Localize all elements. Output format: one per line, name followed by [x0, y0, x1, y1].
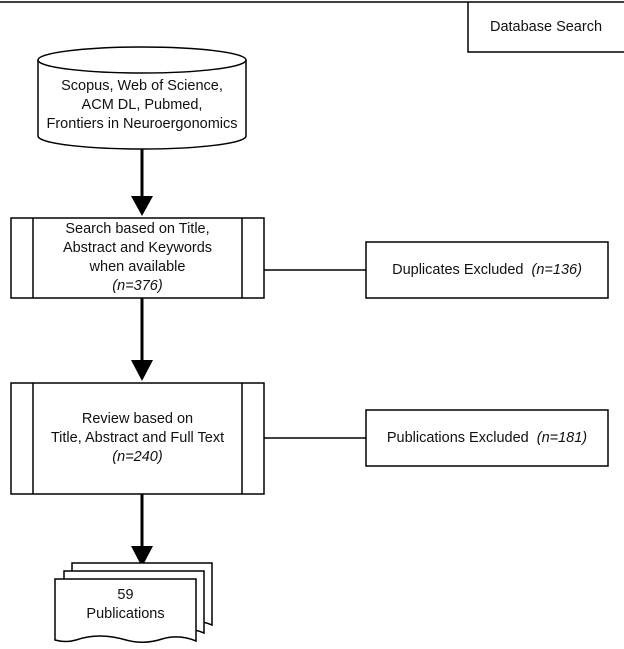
publications-excluded-count: (n=181): [536, 429, 588, 446]
sources-label: Scopus, Web of Science, ACM DL, Pubmed, …: [38, 72, 246, 138]
arrow-review-to-result: [131, 494, 153, 567]
search-step-count: (n=376): [112, 278, 163, 294]
publications-excluded-text: Publications Excluded: [386, 429, 529, 446]
review-step-box: [10, 382, 265, 495]
arrow-sources-to-search: [131, 149, 153, 216]
result-text: Publications: [86, 606, 165, 622]
search-step-line-3: when available: [89, 259, 186, 275]
header-box: [467, 2, 624, 53]
duplicates-excluded-text: Duplicates Excluded: [392, 261, 524, 278]
result-count: 59: [117, 587, 134, 603]
result-documents: [54, 562, 213, 643]
duplicates-excluded-label: Duplicates Excluded (n=136): [366, 242, 608, 298]
arrow-search-to-review: [131, 298, 153, 381]
review-step-count: (n=240): [112, 449, 163, 465]
sources-line-1: Scopus, Web of Science,: [61, 77, 223, 94]
search-step-line-2: Abstract and Keywords: [62, 240, 213, 256]
sources-line-3: Frontiers in Neuroergonomics: [46, 115, 238, 132]
review-step-line-2: Title, Abstract and Full Text: [50, 430, 225, 446]
header-label: Database Search: [468, 2, 624, 52]
result-label: 59 Publications: [55, 583, 196, 627]
search-step-box: [10, 217, 265, 299]
header-label-text: Database Search: [489, 18, 603, 35]
duplicates-excluded-box: [365, 241, 609, 299]
review-step-line-1: Review based on: [81, 411, 194, 427]
sources-line-2: ACM DL, Pubmed,: [81, 96, 203, 113]
publications-excluded-label: Publications Excluded (n=181): [366, 410, 608, 466]
search-step-line-1: Search based on Title,: [65, 221, 210, 237]
sources-cylinder: [37, 46, 247, 150]
search-step-label: Search based on Title, Abstract and Keyw…: [33, 218, 242, 298]
duplicates-excluded-count: (n=136): [531, 261, 582, 278]
publications-excluded-box: [365, 409, 609, 467]
review-step-label: Review based on Title, Abstract and Full…: [33, 383, 242, 494]
